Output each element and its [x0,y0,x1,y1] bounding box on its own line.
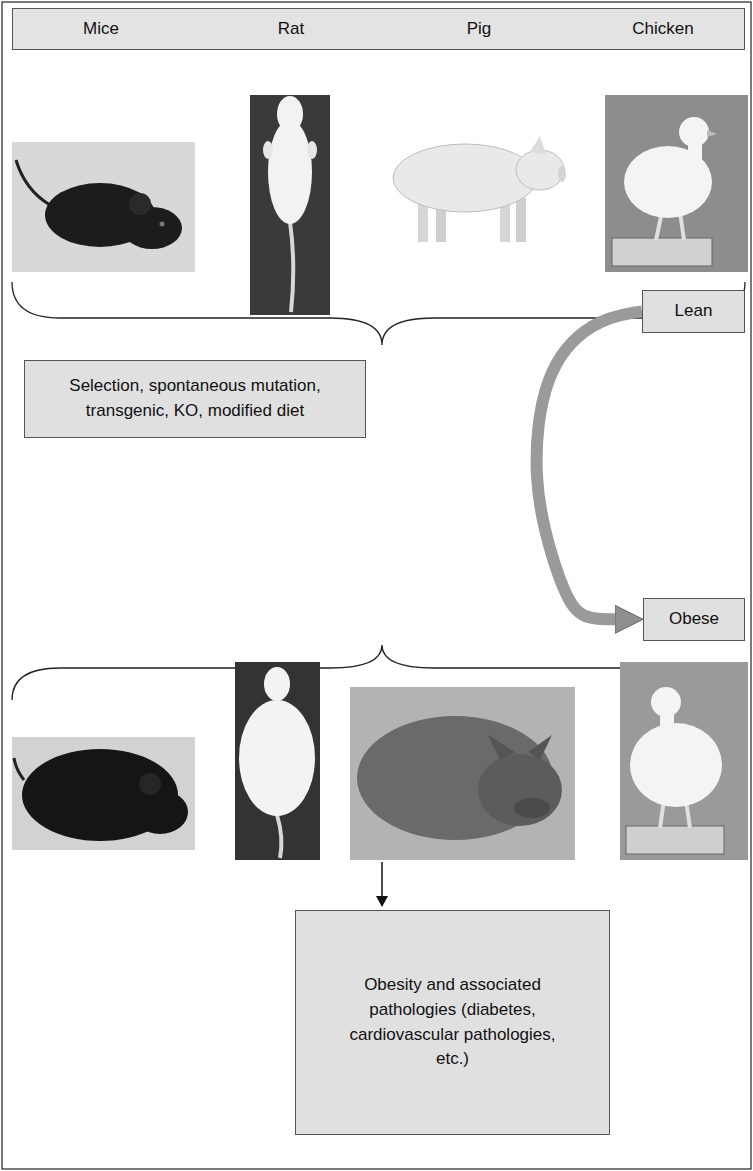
photo-ground [12,142,195,272]
rat-head [264,667,290,701]
pig-head [516,150,564,190]
rat-body [239,700,315,816]
down-arrow-head [376,896,388,907]
box-text: Obese [669,607,719,632]
lean-pig-photo [393,136,566,242]
rat-body [268,120,312,224]
curved-arrow [537,311,642,619]
mouse-eye [160,222,165,227]
obese-rat-photo [235,662,320,860]
obese-mouse-photo [12,737,195,850]
chicken-body [630,723,722,807]
box-text: Obesity and associated pathologies (diab… [335,973,570,1072]
chicken-neck [688,140,702,164]
pig-body [393,144,537,212]
photo-ground [250,95,330,315]
pig-ear [530,136,546,154]
rat-paw [307,141,317,159]
obese-label-box: Obese [643,598,745,641]
species-name: Rat [278,19,304,39]
obese-chicken-photo [620,662,748,860]
photo-ground [605,95,748,272]
mouse-ear [139,773,161,795]
mouse-ear [129,193,151,215]
pig-snout [514,798,550,818]
rat-tail [277,815,281,858]
lean-rat-photo [250,95,330,315]
down-arrow-shaft [381,862,383,897]
weighing-scale [612,238,712,266]
weighing-scale [626,826,724,854]
grouping-brace [12,282,745,345]
mouse-head [122,207,182,249]
pig-snout [558,166,566,182]
rat-tail [290,222,293,312]
chicken-neck [660,710,674,736]
species-name: Chicken [632,19,693,39]
box-text: Selection, spontaneous mutation, transge… [39,374,351,423]
species-name: Pig [467,19,492,39]
obese-pig-photo [350,687,575,860]
pig-ear [488,735,515,760]
pig-head [478,754,562,826]
chicken-beak [707,130,717,137]
mouse-tail [16,160,50,205]
photo-ground [620,662,748,860]
box-text: Lean [675,299,713,324]
photo-ground [12,737,195,850]
treatment-box: Selection, spontaneous mutation, transge… [24,360,366,438]
mouse-tail [14,758,24,780]
rat-head [277,96,303,132]
species-name: Mice [83,19,119,39]
photo-ground [350,687,575,860]
pathologies-box: Obesity and associated pathologies (diab… [295,910,610,1135]
mouse-head [132,790,188,834]
lean-label-box: Lean [642,290,745,333]
photo-ground [235,662,320,860]
species-header-band: Mice Rat Pig Chicken [12,8,745,50]
rat-paw [263,141,273,159]
lean-chicken-photo [605,95,748,272]
pig-leg [516,198,526,242]
lean-mouse-photo [12,142,195,272]
pig-ear [528,735,552,760]
